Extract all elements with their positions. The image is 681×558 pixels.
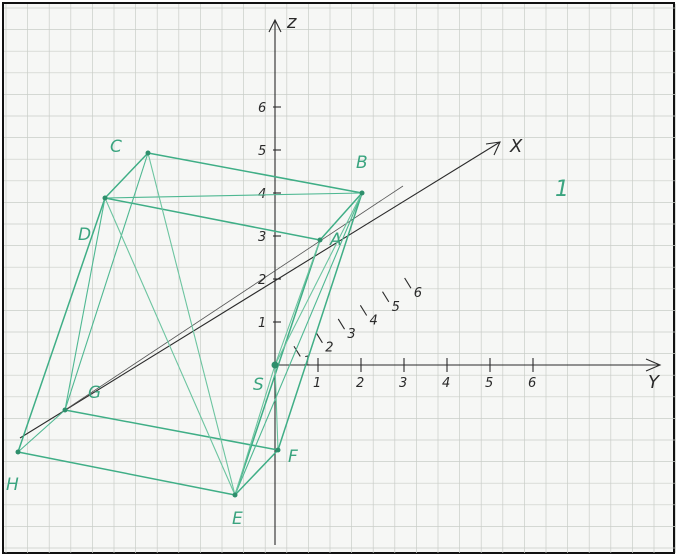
edge-DA <box>104 197 321 241</box>
page-number: 1 <box>555 177 569 202</box>
x-axis <box>19 141 501 439</box>
vertex-dots <box>15 150 365 498</box>
z-tick-label: 3 <box>258 230 266 245</box>
axes <box>19 18 662 545</box>
x-tick <box>315 332 323 344</box>
vertex-dot-A <box>317 237 323 243</box>
x-tick <box>337 318 346 330</box>
guide-line <box>64 185 404 411</box>
y-tick-label: 5 <box>485 376 493 391</box>
vertex-label-G: G <box>88 383 101 403</box>
edge-BC <box>147 152 363 194</box>
z-axis-arrow <box>268 18 282 33</box>
vertex-dot-H <box>15 449 21 455</box>
vertex-label-F: F <box>288 447 298 467</box>
vertex-label-H: H <box>6 475 19 495</box>
y-axis-label: Y <box>648 372 661 393</box>
x-tick <box>293 345 301 357</box>
vertex-label-C: C <box>110 137 122 157</box>
edge-AE <box>234 239 321 496</box>
vertex-dot-E <box>232 492 238 498</box>
diag-SA <box>274 239 321 366</box>
edge-CD <box>104 152 149 199</box>
edge-GF <box>64 409 279 451</box>
x-tick-label: 2 <box>325 341 333 356</box>
x-tick-label: 5 <box>392 300 400 315</box>
edge-HE <box>17 451 236 496</box>
vertex-label-A: A <box>329 230 342 250</box>
x-tick-label: 4 <box>370 313 378 328</box>
x-tick <box>382 291 390 303</box>
vertex-dot-F <box>275 447 281 453</box>
edge-DB <box>104 192 363 199</box>
edge-HG <box>17 409 66 453</box>
x-axis-arrow <box>485 141 501 156</box>
x-tick-label: 6 <box>414 286 422 301</box>
diag-SF <box>274 364 279 451</box>
z-tick-label: 5 <box>258 144 266 159</box>
vertex-dot-C <box>145 150 151 156</box>
vertex-dot-G <box>62 407 68 413</box>
diag-SB <box>274 192 363 366</box>
diag-CE <box>147 152 236 496</box>
grid-lines <box>4 4 676 553</box>
z-axis-label: z <box>286 12 297 33</box>
vertex-dot-D <box>102 195 108 201</box>
y-tick-label: 2 <box>356 376 364 391</box>
edge-AB <box>319 192 363 241</box>
solid-edges <box>17 152 363 496</box>
y-tick-label: 4 <box>442 376 450 391</box>
z-tick-label: 6 <box>258 101 266 116</box>
origin-dot <box>271 361 279 369</box>
x-tick <box>359 305 368 316</box>
edge-DH <box>17 197 106 453</box>
y-tick-label: 6 <box>528 376 536 391</box>
edge-BF <box>277 192 363 451</box>
origin-label: S <box>253 375 264 395</box>
diag-SE <box>234 364 276 496</box>
z-tick-label: 1 <box>258 316 266 331</box>
y-axis-arrow <box>645 358 662 372</box>
z-tick-label: 2 <box>258 273 266 288</box>
edge-EF <box>234 449 279 496</box>
x-tick <box>404 277 412 289</box>
y-tick-label: 1 <box>313 376 321 391</box>
vertex-label-E: E <box>232 509 243 529</box>
vertex-label-B: B <box>356 153 368 173</box>
edge-DG <box>64 197 106 411</box>
vertex-dot-B <box>359 190 365 196</box>
edge-BE <box>234 192 363 496</box>
x-axis-label: X <box>509 136 523 157</box>
y-tick-label: 3 <box>399 376 407 391</box>
edge-CG <box>64 152 149 411</box>
diag-DE <box>104 197 236 496</box>
vertex-label-D: D <box>78 225 91 245</box>
x-tick-label: 3 <box>347 327 355 342</box>
